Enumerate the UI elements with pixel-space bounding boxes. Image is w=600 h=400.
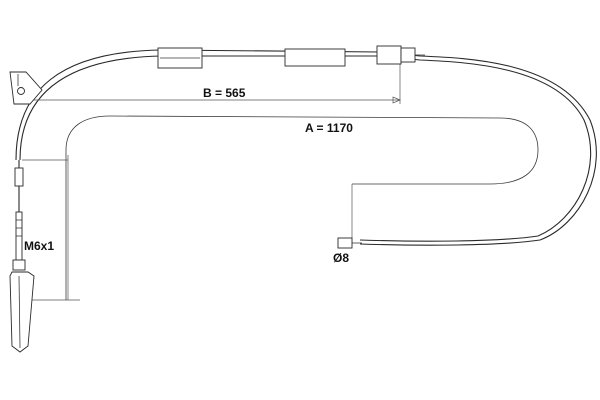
bottom-end-fitting <box>337 237 353 249</box>
end-fitting-groove <box>18 275 21 349</box>
dimension-a-label: A = 1170 <box>305 121 353 135</box>
vertical-sleeve <box>14 167 24 187</box>
diameter-label: Ø8 <box>333 251 349 265</box>
left-bracket-hole <box>17 87 25 95</box>
dimension-b-label: B = 565 <box>203 86 246 100</box>
top-end-fitting-body <box>376 45 402 65</box>
end-nut <box>12 259 26 271</box>
cable-outer-contour <box>15 49 597 246</box>
top-end-fitting-nut <box>400 47 416 63</box>
end-fitting-cone <box>9 271 35 353</box>
thread-label: M6x1 <box>24 239 54 253</box>
cable-inner-contour <box>19 55 592 242</box>
dimension-b-arrow <box>392 96 401 104</box>
cable-inner-loop <box>65 115 539 300</box>
sleeve-right <box>284 48 346 67</box>
left-bracket <box>9 71 43 105</box>
